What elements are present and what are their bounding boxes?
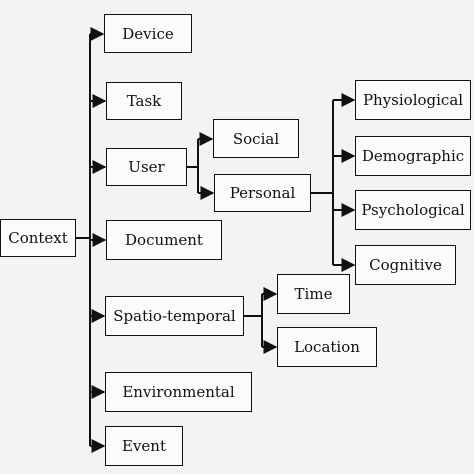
node-cognitive: Cognitive bbox=[355, 245, 456, 285]
node-user: User bbox=[106, 148, 187, 186]
node-context: Context bbox=[0, 219, 76, 257]
node-demographic: Demographic bbox=[355, 136, 471, 176]
node-environmental: Environmental bbox=[105, 372, 252, 412]
node-spatio-temporal: Spatio-temporal bbox=[105, 296, 244, 336]
node-document: Document bbox=[106, 220, 222, 260]
node-time: Time bbox=[277, 274, 350, 314]
node-device: Device bbox=[104, 14, 192, 53]
node-physiological: Physiological bbox=[355, 80, 471, 120]
node-social: Social bbox=[213, 119, 299, 158]
node-event: Event bbox=[105, 426, 183, 466]
node-psychological: Psychological bbox=[355, 190, 471, 230]
node-location: Location bbox=[277, 327, 377, 367]
node-task: Task bbox=[106, 82, 182, 120]
node-personal: Personal bbox=[214, 174, 311, 212]
